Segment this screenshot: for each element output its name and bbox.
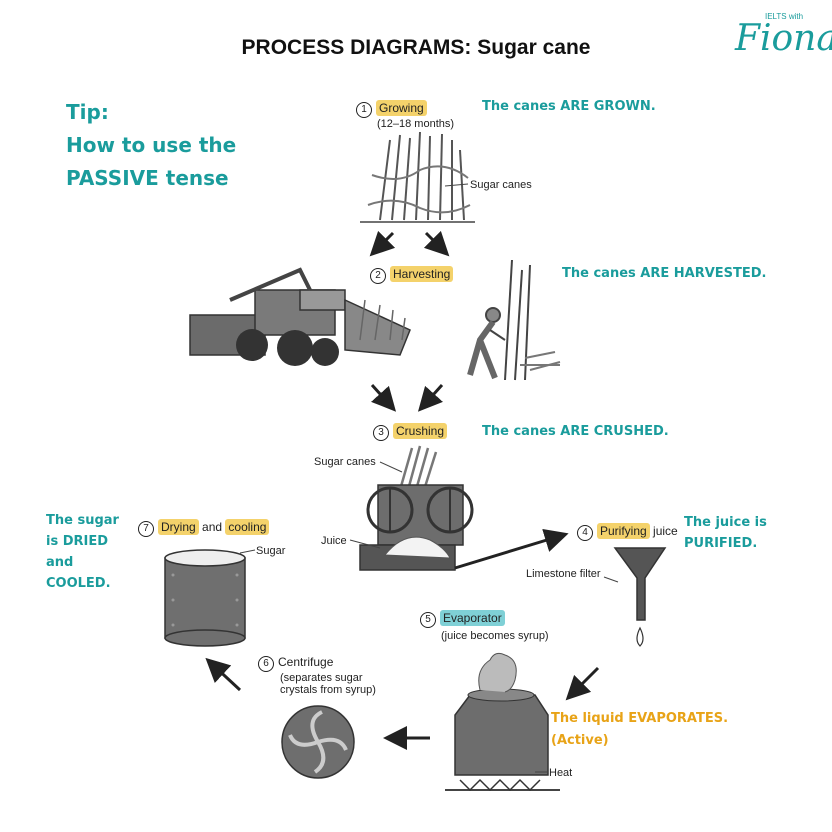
note-purified-line2: PURIFIED. — [684, 536, 758, 551]
label-juice: Juice — [321, 535, 347, 547]
step-1-label: Growing — [376, 100, 427, 116]
step-5-sub: (juice becomes syrup) — [441, 630, 549, 642]
logo-script-text: Fiona — [735, 18, 832, 59]
step-6-label: Centrifuge — [278, 655, 334, 669]
arrow-1b — [423, 230, 450, 257]
step-1-sub: (12–18 months) — [377, 118, 455, 130]
tip-block: Tip: How to use the PASSIVE tense — [66, 96, 236, 195]
note-dried: The sugar is DRIED and COOLED. — [46, 510, 119, 594]
note-dried-line1: The sugar — [46, 513, 119, 528]
drying-drum-illustration — [164, 549, 246, 647]
step-6-centrifuge: 6 Centrifuge (separates sugar crystals fr… — [258, 655, 376, 696]
note-dried-line2: is DRIED — [46, 534, 109, 549]
logo-small-text: IELTS with — [765, 12, 804, 21]
arrow-2b — [417, 383, 444, 412]
step-7-and: and — [202, 520, 223, 534]
tip-line-2: How to use the — [66, 133, 237, 157]
step-4-number: 4 — [577, 525, 593, 541]
note-evaporates: The liquid EVAPORATES. (Active) — [551, 708, 728, 752]
step-7-label-b: cooling — [225, 519, 270, 535]
arrow-1a — [369, 230, 396, 257]
note-evaporates-line1: The liquid EVAPORATES. — [551, 711, 729, 726]
tip-line-3: PASSIVE tense — [66, 166, 229, 190]
step-5-number: 5 — [420, 612, 436, 628]
sugar-canes-growing-illustration — [360, 131, 475, 223]
note-purified-line1: The juice is — [684, 515, 767, 530]
step-6-sub1: (separates sugar — [280, 672, 363, 684]
note-dried-line3: and — [46, 555, 74, 570]
step-3-number: 3 — [373, 425, 389, 441]
arrow-6 — [205, 657, 242, 692]
note-purified: The juice is PURIFIED. — [684, 512, 767, 554]
tip-line-1: Tip: — [66, 100, 109, 124]
centrifuge-illustration — [281, 705, 355, 779]
step-3-label: Crushing — [393, 423, 448, 439]
step-6-sub2: crystals from syrup) — [280, 684, 376, 696]
limestone-filter-illustration — [613, 547, 667, 647]
step-4-label: Purifying — [597, 523, 650, 539]
label-heat: Heat — [549, 767, 573, 779]
step-2-label: Harvesting — [390, 266, 454, 282]
step-2-number: 2 — [370, 268, 386, 284]
step-1-number: 1 — [356, 102, 372, 118]
label-sugar-canes-top: Sugar canes — [470, 179, 532, 191]
label-limestone-filter: Limestone filter — [526, 568, 601, 580]
label-sugar-canes-crusher: Sugar canes — [314, 456, 376, 468]
note-crushed: The canes ARE CRUSHED. — [482, 424, 669, 439]
worker-harvesting-illustration — [467, 259, 561, 381]
step-5-label: Evaporator — [440, 610, 505, 626]
note-evaporates-line2: (Active) — [551, 733, 609, 748]
arrow-4 — [565, 666, 600, 701]
note-grown: The canes ARE GROWN. — [482, 99, 656, 114]
step-4-suffix: juice — [653, 524, 678, 538]
crusher-illustration — [359, 445, 474, 571]
note-dried-line4: COOLED. — [46, 576, 111, 591]
arrow-3 — [454, 528, 569, 570]
step-7-label-a: Drying — [158, 519, 199, 535]
arrow-2a — [370, 383, 397, 412]
harvester-illustration — [189, 267, 411, 366]
label-sugar: Sugar — [256, 545, 286, 557]
page-title: PROCESS DIAGRAMS: Sugar cane — [241, 36, 591, 59]
step-6-number: 6 — [258, 656, 274, 672]
evaporator-illustration — [445, 652, 560, 792]
step-7-number: 7 — [138, 521, 154, 537]
note-harvested: The canes ARE HARVESTED. — [562, 266, 767, 281]
